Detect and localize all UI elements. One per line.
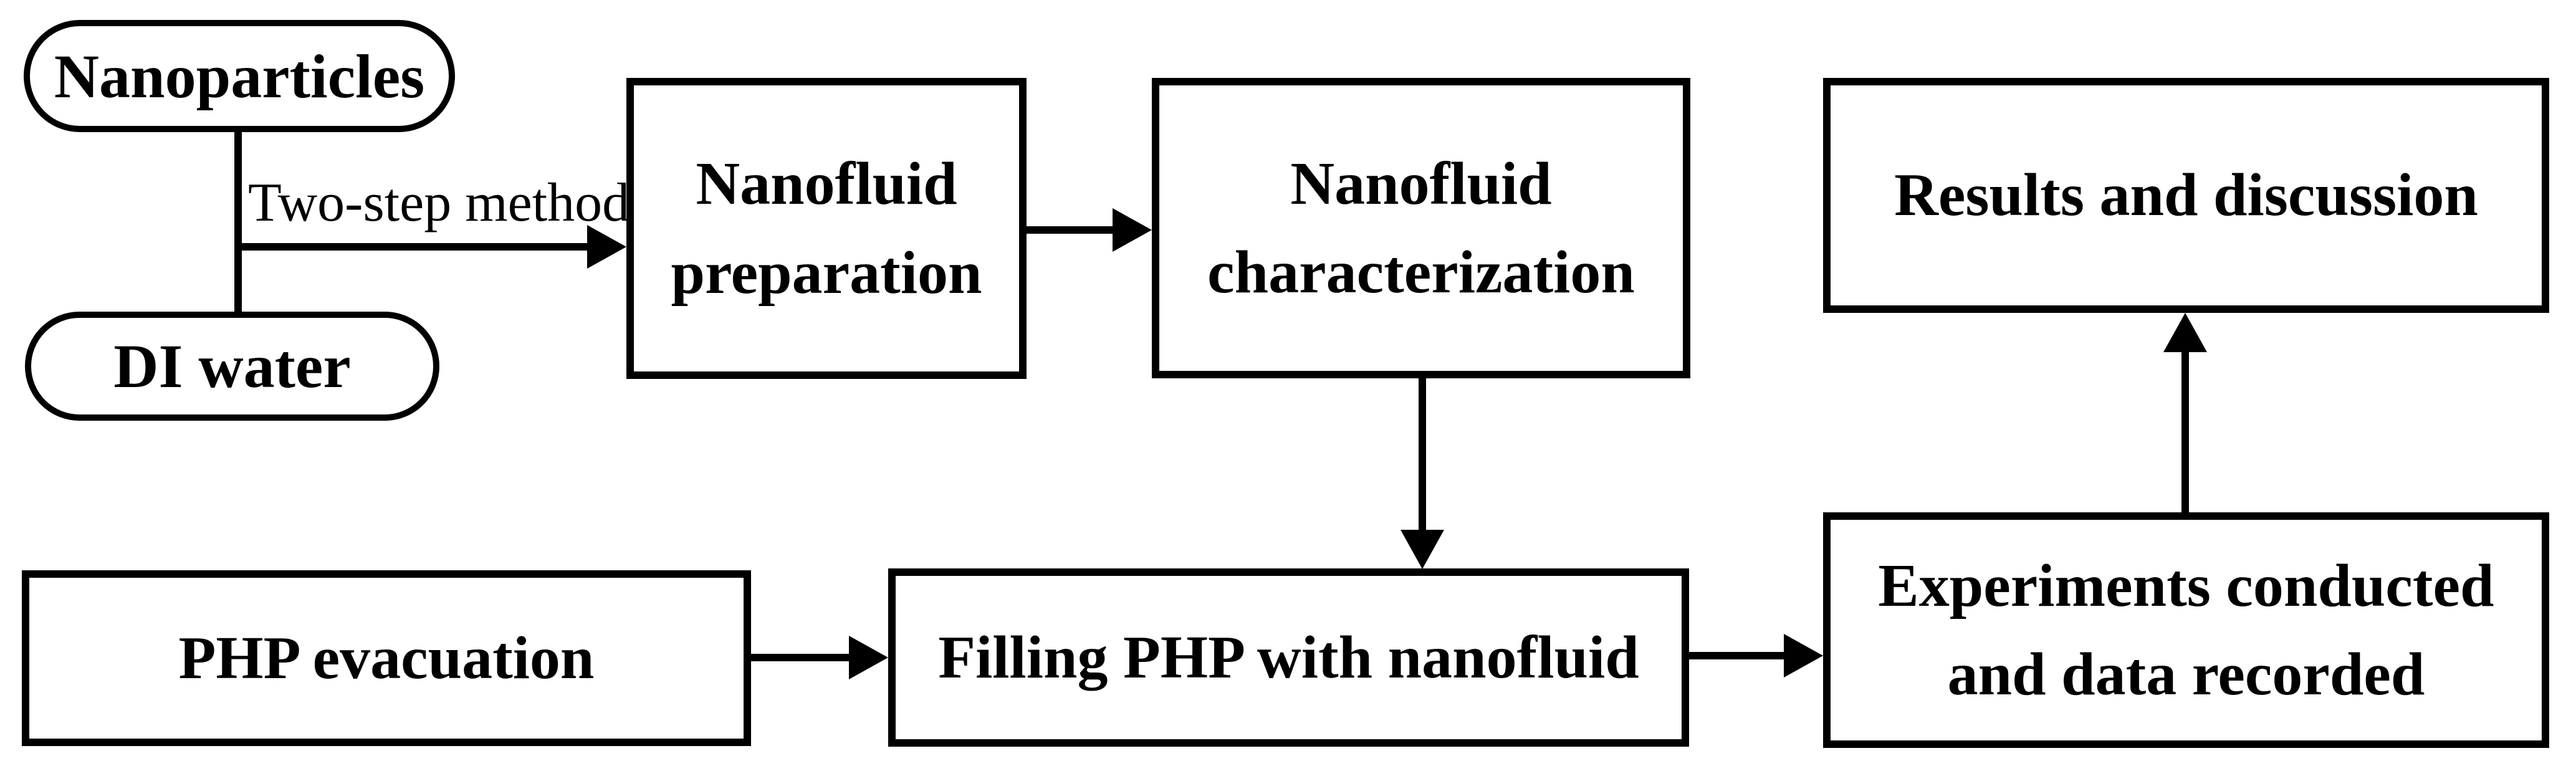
node-experiments-conducted-label-line1: Experiments conducted — [1878, 552, 2494, 620]
node-nanofluid-preparation-label-line1: Nanofluid — [696, 150, 957, 218]
node-nanofluid-preparation-label-line2: preparation — [671, 239, 982, 307]
node-di-water-label: DI water — [113, 332, 351, 401]
node-nanoparticles-label: Nanoparticles — [54, 41, 425, 111]
node-php-evacuation-label: PHP evacuation — [178, 624, 595, 692]
node-filling-php-with-nanofluid-label: Filling PHP with nanofluid — [938, 623, 1639, 691]
node-filling-php-with-nanofluid: Filling PHP with nanofluid — [888, 568, 1689, 747]
node-results-and-discussion: Results and discussion — [1823, 78, 2549, 313]
arrow-filling-to-experiments-line — [1688, 652, 1785, 659]
node-nanofluid-characterization-label-line1: Nanofluid — [1290, 150, 1552, 218]
node-nanofluid-characterization-label-line2: characterization — [1207, 239, 1635, 306]
arrow-preparation-to-characterization-arrowhead-icon — [1113, 208, 1152, 252]
node-di-water: DI water — [25, 312, 439, 421]
arrow-characterization-to-filling-arrowhead-icon — [1401, 530, 1444, 569]
arrow-evacuation-to-filling-arrowhead-icon — [849, 636, 888, 679]
arrow-experiments-to-results-arrowhead-icon — [2163, 313, 2207, 352]
node-experiments-conducted-label-line2: and data recorded — [1947, 641, 2425, 708]
node-php-evacuation: PHP evacuation — [22, 570, 751, 746]
arrow-evacuation-to-filling-line — [750, 654, 850, 661]
edge-two-step-method-line — [234, 243, 587, 251]
node-nanofluid-characterization: Nanofluid characterization — [1152, 78, 1690, 378]
connector-nanoparticles-di-water-line — [234, 128, 242, 315]
arrow-experiments-to-results-line — [2181, 349, 2189, 514]
node-nanofluid-preparation: Nanofluid preparation — [626, 78, 1027, 379]
edge-two-step-method-arrowhead-icon — [587, 225, 626, 269]
node-experiments-conducted: Experiments conducted and data recorded — [1823, 512, 2549, 748]
node-nanoparticles: Nanoparticles — [24, 20, 455, 132]
arrow-characterization-to-filling-line — [1419, 377, 1426, 532]
node-results-and-discussion-label: Results and discussion — [1894, 161, 2478, 229]
arrow-filling-to-experiments-arrowhead-icon — [1784, 634, 1823, 677]
edge-two-step-method-label: Two-step method — [248, 173, 630, 233]
arrow-preparation-to-characterization-line — [1025, 226, 1114, 234]
